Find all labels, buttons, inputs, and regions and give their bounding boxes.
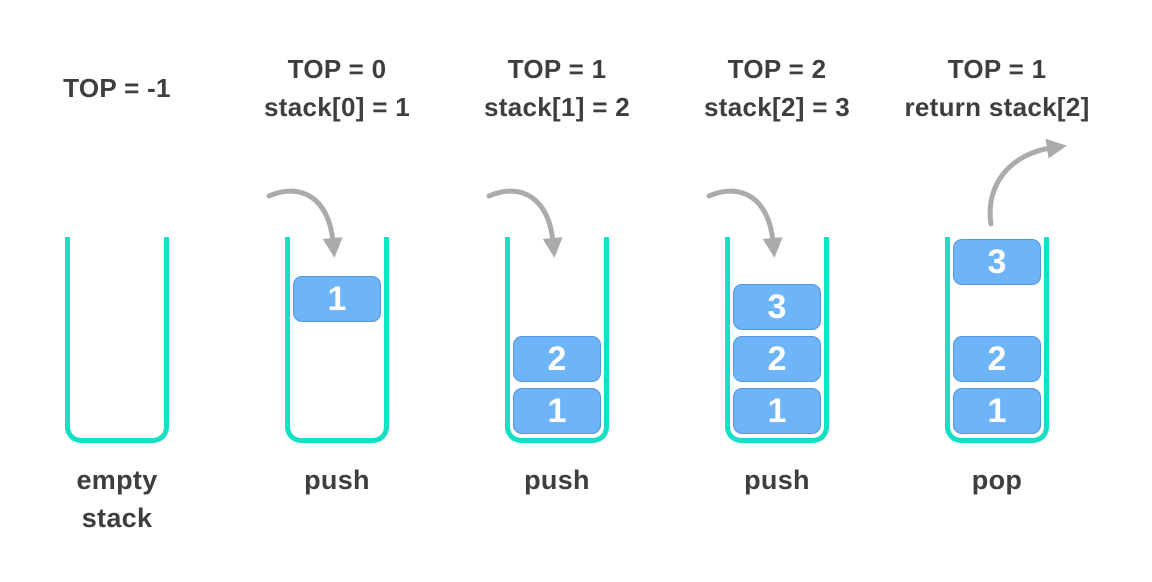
column-header-line: TOP = 1 bbox=[507, 54, 607, 84]
column-header-line: stack[0] = 1 bbox=[264, 92, 410, 122]
curved-arrow-down-icon bbox=[266, 188, 343, 258]
column-header-line: TOP = 2 bbox=[727, 54, 827, 84]
curved-arrow-down-icon bbox=[706, 188, 783, 258]
stack-column-3: TOP = 2 stack[2] = 3 3 2 1 push bbox=[667, 0, 887, 582]
stack-container: 3 2 1 bbox=[725, 237, 829, 443]
operation-label: push bbox=[227, 461, 447, 499]
stack-item: 2 bbox=[733, 336, 821, 382]
operation-label-line: push bbox=[744, 465, 810, 495]
stack-item: 3 bbox=[953, 239, 1041, 285]
operation-label: push bbox=[447, 461, 667, 499]
operation-label: empty stack bbox=[7, 461, 227, 537]
column-header-line: TOP = 0 bbox=[287, 54, 387, 84]
operation-label-line: empty bbox=[76, 465, 158, 495]
operation-label-line: push bbox=[524, 465, 590, 495]
column-header-line: TOP = 1 bbox=[947, 54, 1047, 84]
column-header-line: stack[1] = 2 bbox=[484, 92, 630, 122]
curved-arrow-up-icon bbox=[987, 138, 1067, 227]
stack-item: 1 bbox=[513, 388, 601, 434]
column-header: TOP = 1 stack[1] = 2 bbox=[447, 50, 667, 126]
stack-item: 2 bbox=[953, 336, 1041, 382]
stack-item: 1 bbox=[733, 388, 821, 434]
column-header: TOP = 1 return stack[2] bbox=[887, 50, 1107, 126]
operation-label: pop bbox=[887, 461, 1107, 499]
operation-label-line: pop bbox=[971, 465, 1023, 495]
stack-item: 3 bbox=[733, 284, 821, 330]
operation-label-line: stack bbox=[81, 503, 153, 533]
column-header: TOP = 2 stack[2] = 3 bbox=[667, 50, 887, 126]
curved-arrow-down-icon bbox=[486, 188, 563, 258]
stack-column-1: TOP = 0 stack[0] = 1 1 push bbox=[227, 0, 447, 582]
column-header-line: TOP = -1 bbox=[63, 73, 171, 103]
column-header-line: return stack[2] bbox=[904, 92, 1090, 122]
column-header-line: stack[2] = 3 bbox=[704, 92, 850, 122]
stack-item: 1 bbox=[293, 276, 381, 322]
stack-container bbox=[65, 237, 169, 443]
stack-item: 1 bbox=[953, 388, 1041, 434]
operation-label: push bbox=[667, 461, 887, 499]
stack-container: 1 bbox=[285, 237, 389, 443]
column-header: TOP = -1 bbox=[7, 50, 227, 126]
column-header: TOP = 0 stack[0] = 1 bbox=[227, 50, 447, 126]
operation-label-line: push bbox=[304, 465, 370, 495]
stack-item: 2 bbox=[513, 336, 601, 382]
stack-column-4: TOP = 1 return stack[2] 3 2 1 pop bbox=[887, 0, 1107, 582]
stack-container: 3 2 1 bbox=[945, 237, 1049, 443]
stack-column-0: TOP = -1 empty stack bbox=[7, 0, 227, 582]
